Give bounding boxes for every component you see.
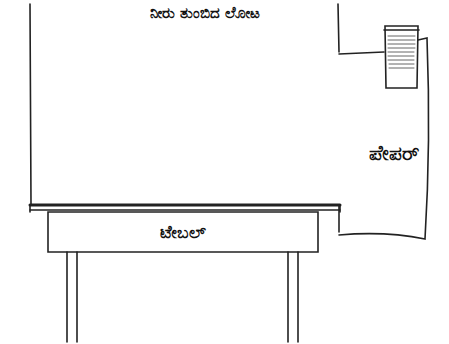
node-label: ಪೇಪರ್ xyxy=(369,141,419,165)
paper-right-edge xyxy=(338,4,339,52)
table-leg xyxy=(288,252,298,342)
water xyxy=(388,36,415,68)
outline-path xyxy=(339,38,429,239)
paper-flap: ಪೇಪರ್ xyxy=(338,40,433,245)
table-top-edge xyxy=(30,209,340,210)
paper-left-edge xyxy=(30,4,31,205)
outline-path xyxy=(48,212,318,252)
glass-label: ನೀರು ತುಂಬಿದ ಲೋಟ xyxy=(150,4,260,22)
glass-rim xyxy=(384,29,419,31)
table-top-ends xyxy=(30,205,340,212)
table-top xyxy=(30,204,340,207)
node-label: ಟೇಬಲ್ xyxy=(160,222,206,242)
table-apron: ಟೇಬಲ್ xyxy=(47,211,319,253)
glass xyxy=(385,26,418,88)
table-leg xyxy=(67,252,77,342)
